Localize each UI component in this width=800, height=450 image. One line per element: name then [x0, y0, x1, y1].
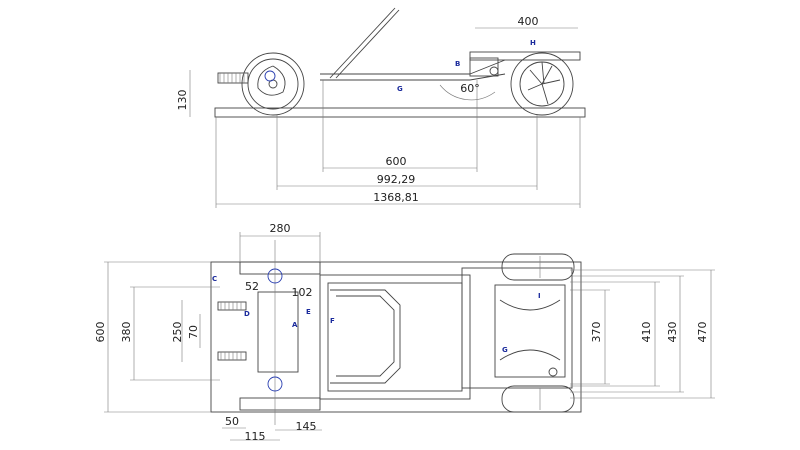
- side-view: 400 130 600 992,29 1368,81 60° H B G: [176, 7, 586, 208]
- label-g-side: G: [397, 85, 403, 93]
- dim-992-29: 992,29: [377, 173, 416, 186]
- frame-outline: [319, 274, 471, 400]
- dim-410: 410: [640, 322, 653, 343]
- angle-60: 60°: [460, 82, 480, 95]
- front-axle-bottom: [239, 397, 321, 411]
- label-b: B: [455, 60, 460, 68]
- top-plate: [210, 261, 582, 413]
- dim-1368-81: 1368,81: [373, 191, 419, 204]
- label-d: D: [244, 310, 250, 318]
- angle-arc: [439, 84, 496, 101]
- label-g-top: G: [502, 346, 508, 354]
- dim-600: 600: [386, 155, 407, 168]
- front-axle-top: [239, 261, 321, 275]
- rear-suspension: [499, 299, 561, 361]
- rear-tire-top: [501, 253, 575, 281]
- label-f: F: [330, 317, 335, 325]
- dim-70: 70: [187, 325, 200, 339]
- rear-section: [461, 267, 573, 389]
- front-wheel: [241, 52, 305, 116]
- dim-102: 102: [292, 286, 313, 299]
- label-a: A: [292, 321, 298, 329]
- front-hub-top: [267, 268, 283, 284]
- rear-wheel: [510, 52, 574, 116]
- front-hub-bottom: [267, 376, 283, 392]
- rear-bracket: [469, 57, 499, 77]
- dim-50: 50: [225, 415, 239, 428]
- rear-rail: [469, 51, 581, 61]
- dim-130: 130: [176, 90, 189, 111]
- top-view: 280 52 102 600 380 250 70 370 410 430 47…: [94, 222, 715, 443]
- base-plate: [214, 107, 586, 118]
- seat-tube: [330, 289, 401, 384]
- dim-52: 52: [245, 280, 259, 293]
- spring-top: [217, 301, 247, 311]
- dim-145: 145: [296, 420, 317, 433]
- dim-280: 280: [270, 222, 291, 235]
- spring-bottom: [217, 351, 247, 361]
- front-spring: [217, 72, 249, 84]
- label-c: C: [212, 275, 217, 283]
- dim-470: 470: [696, 322, 709, 343]
- label-i: I: [538, 292, 541, 300]
- dim-250: 250: [171, 322, 184, 343]
- label-h: H: [530, 39, 536, 47]
- label-e: E: [306, 308, 311, 316]
- dim-400: 400: [518, 15, 539, 28]
- steering-column: [329, 7, 396, 79]
- dim-380: 380: [120, 322, 133, 343]
- dim-600-top: 600: [94, 322, 107, 343]
- steering-block: [257, 291, 299, 373]
- dim-370: 370: [590, 322, 603, 343]
- rear-tire-bottom: [501, 385, 575, 413]
- dim-115: 115: [245, 430, 266, 443]
- dim-430: 430: [666, 322, 679, 343]
